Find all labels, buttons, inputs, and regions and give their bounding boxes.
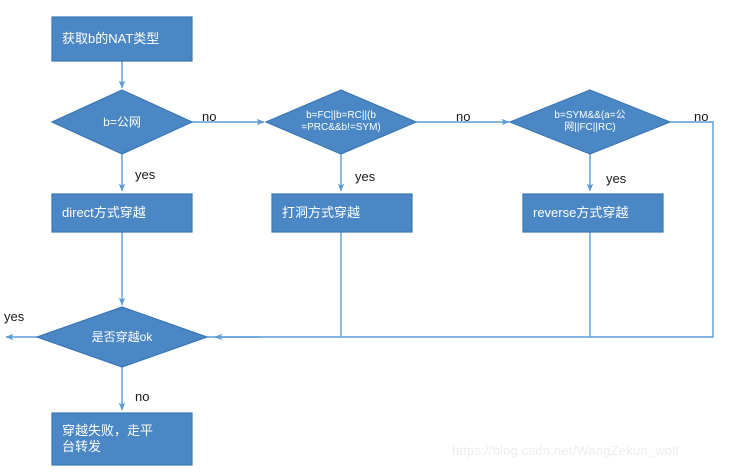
edge-label-yes-ok: yes (4, 309, 25, 324)
node-decision-ok (35, 306, 209, 368)
node-decision-sym (508, 89, 672, 155)
node-process-direct (51, 193, 193, 233)
edge-label-no-public: no (202, 109, 217, 124)
edge-label-no-ok: no (135, 389, 150, 404)
edge-label-yes-sym: yes (606, 171, 627, 186)
node-process-fail (51, 412, 193, 466)
node-decision-public (50, 89, 194, 155)
edge-sym-no (136, 121, 714, 341)
edge-label-yes-cone: yes (355, 169, 376, 184)
edge-label-no-cone: no (456, 109, 471, 124)
node-decision-cone (264, 89, 418, 155)
node-process-reverse (522, 193, 664, 233)
watermark-url: https://blog.csdn.net/WangZekun_wolf (452, 443, 680, 458)
node-process-hole (271, 193, 413, 233)
edge-label-no-sym: no (694, 109, 709, 124)
node-start (51, 16, 193, 62)
edge-label-yes-public: yes (135, 167, 156, 182)
